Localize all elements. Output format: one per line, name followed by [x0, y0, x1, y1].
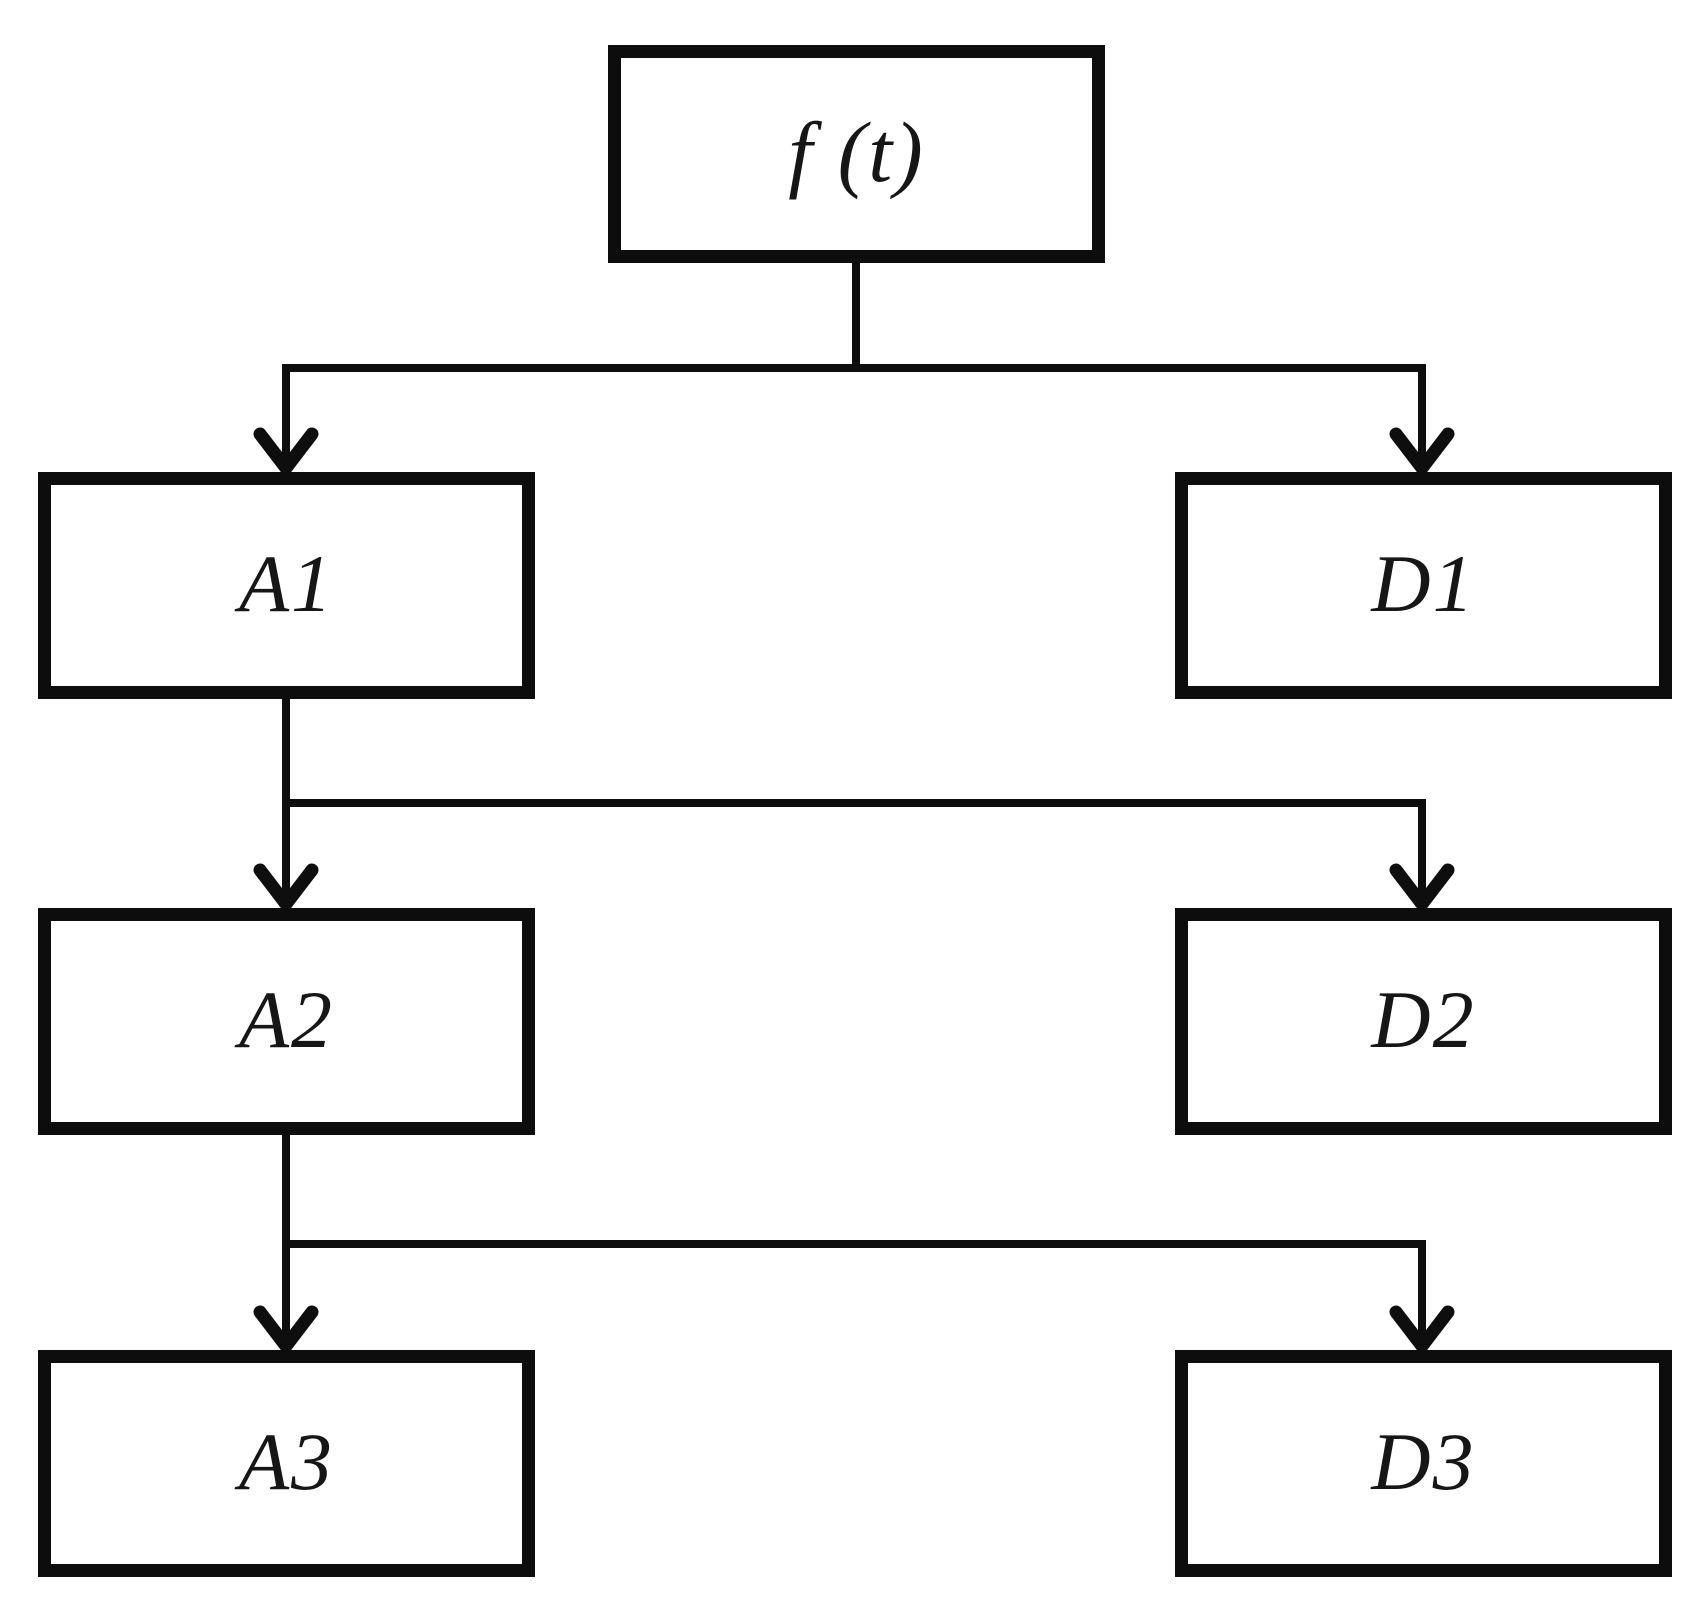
arrowhead-down-icon	[1389, 427, 1455, 479]
edge-a1-a2	[253, 799, 319, 915]
node-ft: f (t)	[608, 45, 1105, 263]
node-a3: A3	[38, 1350, 535, 1577]
arrowhead-down-icon	[253, 1305, 319, 1357]
node-d3: D3	[1175, 1350, 1672, 1577]
arrowhead-down-icon	[1389, 863, 1455, 915]
node-a3-label: A3	[238, 1415, 335, 1507]
edge-ft-d1	[1389, 364, 1455, 479]
node-d3-label: D3	[1371, 1415, 1476, 1507]
node-a2-label: A2	[238, 973, 335, 1065]
node-a1-label: A1	[238, 537, 335, 629]
edge-ft-split	[286, 262, 1422, 372]
node-d1-label: D1	[1371, 537, 1476, 629]
edge-a2-split	[282, 1134, 1422, 1248]
node-a2: A2	[38, 908, 535, 1135]
node-a1: A1	[38, 472, 535, 699]
edge-ft-a1	[253, 364, 319, 479]
edge-a2-a3	[253, 1240, 319, 1357]
node-ft-label: f (t)	[788, 104, 925, 200]
edge-a1-d2	[1389, 799, 1455, 915]
arrowhead-down-icon	[253, 427, 319, 479]
arrowhead-down-icon	[253, 863, 319, 915]
node-d2: D2	[1175, 908, 1672, 1135]
node-d1: D1	[1175, 472, 1672, 699]
edge-a1-split	[282, 698, 1422, 807]
edge-a2-d3	[1389, 1240, 1455, 1357]
node-d2-label: D2	[1371, 973, 1476, 1065]
arrowhead-down-icon	[1389, 1305, 1455, 1357]
